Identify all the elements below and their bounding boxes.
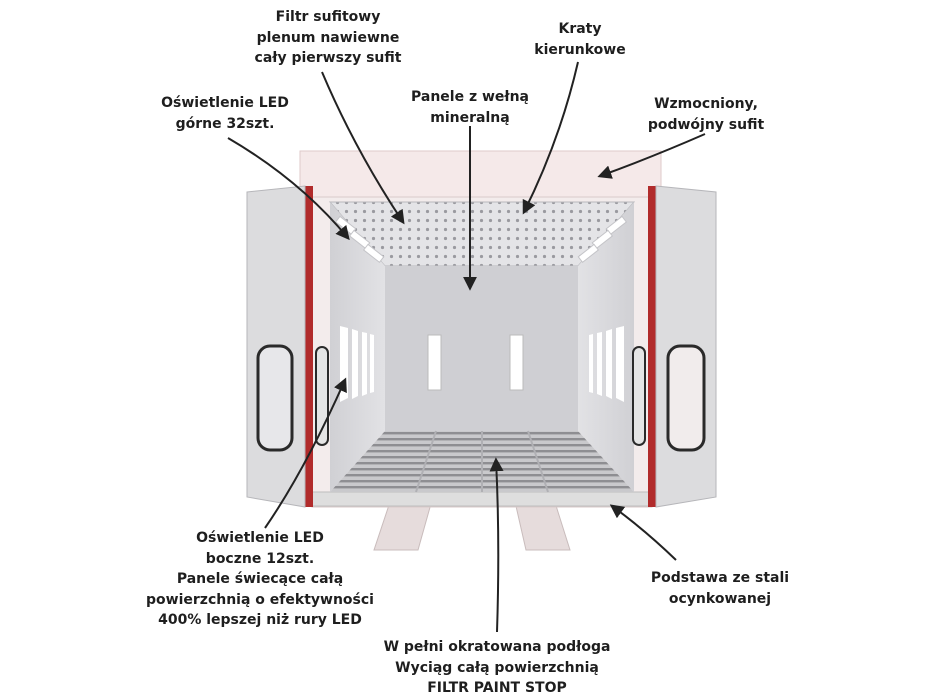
left-door (246, 185, 329, 508)
right-red-post (648, 186, 656, 507)
callout-line: cały pierwszy sufit (254, 50, 402, 66)
callout-line: Oświetlenie LED (196, 530, 324, 546)
callout-line: boczne 12szt. (205, 550, 315, 567)
callout-line: podwójny sufit (647, 116, 765, 133)
callout-line: Filtr sufitowy (275, 9, 381, 25)
arrow-led-top (227, 137, 350, 241)
arrow-floor (489, 457, 504, 633)
left-red-post (305, 186, 313, 507)
callout-line: W pełni okratowana podłoga (383, 639, 611, 655)
callout-line: plenum nawiewne (256, 29, 400, 46)
callout-base: Podstawa ze stali ocynkowanej (640, 568, 800, 609)
callout-line: ocynkowanej (668, 590, 772, 607)
left-door-window (256, 344, 294, 452)
callout-line: mineralną (430, 109, 510, 126)
galvanized-base (311, 491, 663, 507)
callout-line: Panele świecące całą (176, 571, 344, 587)
callout-line: kierunkowe (534, 41, 626, 58)
callout-filter-ceiling: Filtr sufitowy plenum nawiewne cały pier… (248, 7, 408, 69)
left-door-handle (315, 346, 329, 446)
callout-floor: W pełni okratowana podłoga Wyciąg całą p… (377, 637, 617, 699)
callout-panels-wool: Panele z wełną mineralną (400, 87, 540, 128)
arrow-base (609, 504, 677, 561)
callout-grates: Kraty kierunkowe (525, 19, 635, 60)
callout-arrows (227, 61, 706, 633)
right-door-handle (632, 346, 646, 446)
arrow-filter-ceiling (321, 71, 405, 225)
top-led-strips (334, 215, 628, 264)
callout-line: górne 32szt. (175, 115, 275, 132)
callout-line: Panele z wełną (410, 89, 530, 105)
booth-interior (328, 201, 636, 493)
arrow-double-ceiling (597, 133, 706, 179)
callout-line: 400% lepszej niż rury LED (158, 612, 362, 628)
back-led-panel (509, 334, 524, 391)
back-led-panel (427, 334, 442, 391)
arrow-led-side (264, 377, 347, 529)
callout-line: Oświetlenie LED (161, 95, 289, 111)
callout-led-side: Oświetlenie LED boczne 12szt. Panele świ… (145, 528, 375, 631)
callout-line: Kraty (558, 21, 602, 37)
right-door-window (666, 344, 706, 452)
callout-line: FILTR PAINT STOP (427, 680, 567, 696)
right-door (632, 185, 717, 508)
callout-line: Wzmocniony, (654, 96, 758, 112)
callout-double-ceiling: Wzmocniony, podwójny sufit (636, 94, 776, 135)
back-wall (385, 266, 578, 431)
arrow-grates (522, 61, 579, 215)
upper-ceiling-box (299, 150, 662, 200)
callout-line: Podstawa ze stali (650, 570, 790, 586)
callout-led-top: Oświetlenie LED górne 32szt. (150, 93, 300, 134)
right-side-led-panels (589, 326, 624, 402)
callout-line: Wyciąg całą powierzchnią (395, 659, 599, 676)
callout-line: powierzchnią o efektywności (146, 591, 374, 608)
